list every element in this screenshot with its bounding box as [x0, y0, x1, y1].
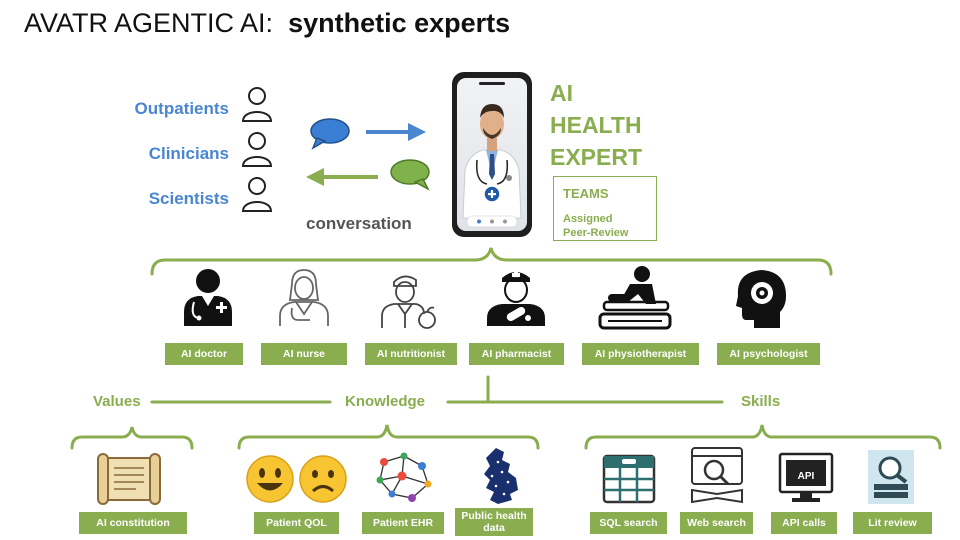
- label-ai-constitution: AI constitution: [79, 512, 187, 534]
- teams-line-assigned: Assigned: [563, 213, 613, 225]
- category-skills: Skills: [741, 393, 781, 410]
- title-prefix: AVATR AGENTIC AI:: [24, 8, 274, 38]
- database-table-icon: [602, 454, 656, 504]
- expert-line-3: EXPERT: [550, 144, 643, 170]
- teams-text: Assigned Peer-Review: [563, 212, 628, 240]
- person-icon: [241, 177, 273, 212]
- phone-avatar-image: [452, 72, 532, 237]
- psychologist-icon: [736, 270, 786, 328]
- person-icon: [241, 132, 273, 167]
- web-search-icon: [691, 447, 743, 504]
- agent-label-pharmacist: AI pharmacist: [469, 343, 564, 365]
- nurse-icon: [279, 269, 329, 326]
- person-icon: [241, 87, 273, 122]
- sad-face-icon: [299, 455, 347, 503]
- label-patient-qol: Patient QOL: [254, 512, 339, 534]
- agent-label-nutritionist: AI nutritionist: [365, 343, 457, 365]
- agent-label-physiotherapist: AI physiotherapist: [582, 343, 699, 365]
- speech-bubble-green-icon: [390, 159, 430, 191]
- category-knowledge: Knowledge: [345, 393, 426, 410]
- agent-label-doctor: AI doctor: [165, 343, 243, 365]
- nutritionist-icon: [381, 275, 436, 329]
- arrow-left-icon: [306, 168, 378, 186]
- expert-line-2: HEALTH: [550, 112, 642, 138]
- label-public-health-data: Public health data: [455, 508, 533, 536]
- label-lit-review: Lit review: [853, 512, 932, 534]
- happy-face-icon: [246, 455, 294, 503]
- speech-bubble-blue-icon: [310, 118, 350, 150]
- page-title: AVATR AGENTIC AI: synthetic experts: [24, 8, 510, 39]
- expert-title: AI HEALTH EXPERT: [550, 77, 642, 173]
- label-sql-search: SQL search: [590, 512, 667, 534]
- label-patient-ehr: Patient EHR: [362, 512, 444, 534]
- category-values: Values: [93, 393, 141, 410]
- physiotherapist-icon: [598, 266, 672, 330]
- api-monitor-icon: API: [778, 452, 834, 502]
- user-label-scientists: Scientists: [148, 189, 229, 208]
- teams-heading: TEAMS: [563, 186, 609, 201]
- network-graph-icon: [376, 452, 432, 502]
- agent-label-nurse: AI nurse: [261, 343, 347, 365]
- teams-line-peer-review: Peer-Review: [563, 227, 629, 239]
- expert-line-1: AI: [550, 80, 573, 106]
- title-bold: synthetic experts: [288, 8, 511, 38]
- svg-text:API: API: [798, 471, 815, 482]
- scroll-icon: [97, 453, 161, 505]
- map-icon: [484, 448, 518, 504]
- user-label-clinicians: Clinicians: [148, 144, 229, 163]
- user-label-outpatients: Outpatients: [134, 99, 229, 118]
- label-web-search: Web search: [680, 512, 753, 534]
- pharmacist-icon: [487, 271, 545, 326]
- arrow-right-icon: [366, 123, 426, 141]
- label-api-calls: API calls: [771, 512, 837, 534]
- doctor-icon: [184, 269, 232, 326]
- doctor-avatar-icon: [462, 82, 522, 228]
- teams-box: TEAMS Assigned Peer-Review: [553, 176, 657, 241]
- literature-review-icon: [868, 450, 914, 504]
- agent-label-psychologist: AI psychologist: [717, 343, 820, 365]
- conversation-label: conversation: [306, 214, 412, 233]
